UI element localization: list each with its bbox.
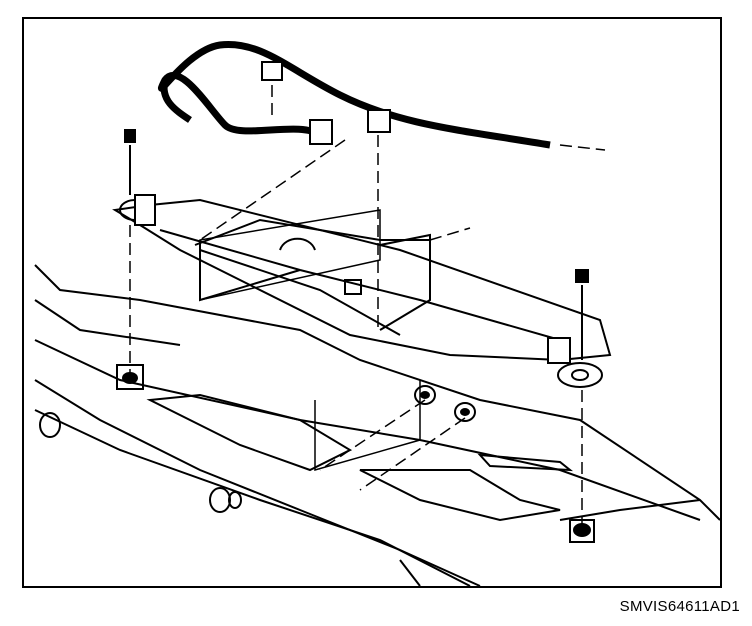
- cowl-panel: [34, 264, 721, 587]
- left-pivot: [119, 129, 156, 226]
- right-pivot: [547, 269, 603, 388]
- linkage-arm: [112, 198, 612, 362]
- alignment-lines: [129, 85, 606, 525]
- diagram-label: SMVIS64611AD1: [619, 598, 740, 615]
- mounting-points: [116, 364, 595, 543]
- exploded-view-planes: [199, 209, 421, 471]
- diagram-frame: [22, 17, 722, 588]
- nuts: [414, 385, 476, 422]
- harness-connectors: [261, 61, 391, 145]
- wiring-harness: [157, 40, 551, 149]
